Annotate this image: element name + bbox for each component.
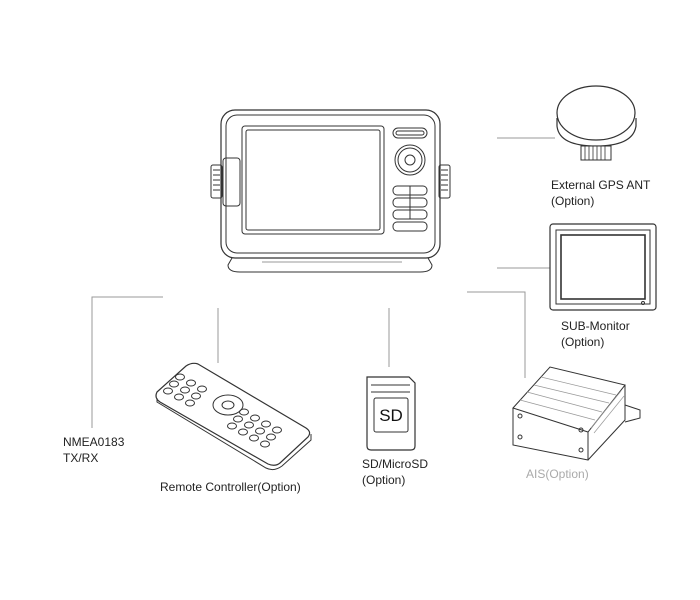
remote-key: [238, 428, 248, 436]
remote-key: [266, 433, 276, 441]
connector-lines: [91, 137, 555, 428]
sd-label: SD/MicroSD (Option): [362, 456, 428, 488]
remote-key: [185, 399, 195, 407]
cursor-pad: [394, 144, 426, 176]
remote-key: [175, 373, 185, 381]
nmea-label-line1: NMEA0183: [63, 435, 125, 449]
gps-label: External GPS ANT (Option): [551, 177, 650, 209]
remote-label: Remote Controller(Option): [160, 479, 301, 495]
main-unit-buttons: [392, 127, 428, 232]
main-display-unit: [210, 109, 451, 273]
connector-nmea: [91, 296, 163, 428]
remote-key: [249, 434, 259, 442]
remote-key: [163, 387, 173, 395]
monitor-label-line2: (Option): [561, 335, 605, 349]
connector-ais: [467, 291, 526, 378]
remote-key: [191, 392, 201, 400]
remote-key: [255, 427, 265, 435]
remote-keypad: [163, 373, 282, 448]
remote-key: [250, 414, 260, 422]
remote-key: [261, 420, 271, 428]
remote-label-line1: Remote Controller(Option): [160, 480, 301, 494]
remote-key: [197, 385, 207, 393]
remote-cursor-pad: [212, 394, 244, 416]
gps-antenna: [556, 85, 637, 161]
gps-label-line2: (Option): [551, 194, 595, 208]
remote-controller: [155, 362, 312, 471]
remote-key: [260, 440, 270, 448]
nmea-label: NMEA0183 TX/RX: [63, 434, 124, 466]
sd-card-text: SD: [379, 406, 403, 425]
remote-key: [272, 426, 282, 434]
sub-monitor: [549, 223, 657, 311]
right-mount-knob: [438, 164, 451, 199]
monitor-label-line1: SUB-Monitor: [561, 319, 630, 333]
main-screen: [241, 125, 385, 235]
nmea-label-line2: TX/RX: [63, 451, 99, 465]
sd-label-line1: SD/MicroSD: [362, 457, 429, 471]
left-mount-knob: [210, 157, 241, 207]
ais-label-line1: AIS(Option): [526, 467, 589, 481]
sd-card: [366, 376, 416, 451]
monitor-label: SUB-Monitor (Option): [561, 318, 630, 350]
gps-label-line1: External GPS ANT: [551, 178, 651, 192]
sd-label-line2: (Option): [362, 473, 406, 487]
remote-key: [233, 415, 243, 423]
remote-key: [169, 380, 179, 388]
remote-key: [186, 379, 196, 387]
ais-transponder-box: [512, 366, 641, 461]
remote-key: [174, 393, 184, 401]
remote-key: [227, 422, 237, 430]
remote-key: [180, 386, 190, 394]
ais-label: AIS(Option): [526, 466, 589, 482]
remote-key: [244, 421, 254, 429]
